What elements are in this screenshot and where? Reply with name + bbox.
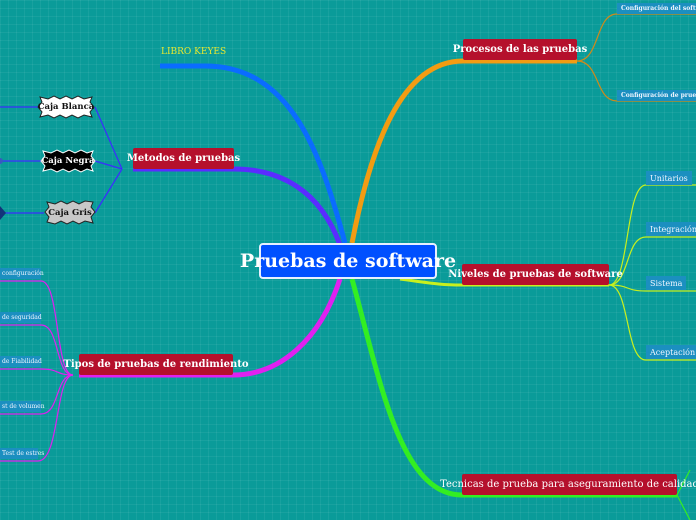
topic-tipos[interactable]: Tipos de pruebas de rendimiento (63, 354, 249, 375)
branch-tecnicas (349, 278, 677, 498)
topic-libro-keyes[interactable]: LIBRO KEYES (161, 47, 227, 57)
subtopic-configuracion[interactable]: configuración (0, 268, 44, 279)
subtopic-sistema[interactable]: Sistema (646, 276, 687, 290)
branch-niveles (399, 277, 609, 287)
subtopic-caja-negra[interactable]: Caja Negra (39, 149, 97, 173)
caja-gris-label: Caja Gris (48, 207, 92, 218)
branch-tipos (79, 278, 343, 378)
topic-procesos[interactable]: Procesos de las pruebas (453, 39, 587, 60)
branch-procesos (349, 58, 577, 244)
subtopic-fiabilidad[interactable]: de Fiabilidad (0, 356, 42, 367)
central-topic[interactable]: Pruebas de software (240, 243, 456, 279)
subtopic-caja-gris[interactable]: Caja Gris (43, 200, 97, 225)
topic-tecnicas[interactable]: Tecnicas de prueba para aseguramiento de… (440, 474, 696, 495)
subtopic-seguridad[interactable]: de seguridad (0, 312, 42, 323)
caja-blanca-label: Caja Blanca (37, 102, 95, 112)
caja-negra-label: Caja Negra (41, 156, 95, 166)
topic-metodos[interactable]: Metodos de pruebas (127, 148, 240, 169)
subtopic-caja-blanca[interactable]: Caja Blanca (36, 95, 96, 119)
topic-niveles[interactable]: Niveles de pruebas de software (448, 264, 623, 285)
subtopic-estres[interactable]: Test de estres (0, 448, 44, 459)
branch-metodos (133, 166, 343, 246)
subtopic-config-software[interactable]: Configuración del software (617, 3, 696, 14)
branch-libro (160, 63, 348, 244)
subtopic-aceptacion[interactable]: Aceptación (646, 345, 696, 359)
subtopic-config-prueba[interactable]: Configuración de prueba (617, 90, 696, 101)
subtopic-volumen[interactable]: st de volumen (0, 401, 45, 412)
subtopic-integracion[interactable]: Integración (646, 222, 696, 236)
subtopic-unitarios[interactable]: Unitarios (646, 171, 692, 185)
